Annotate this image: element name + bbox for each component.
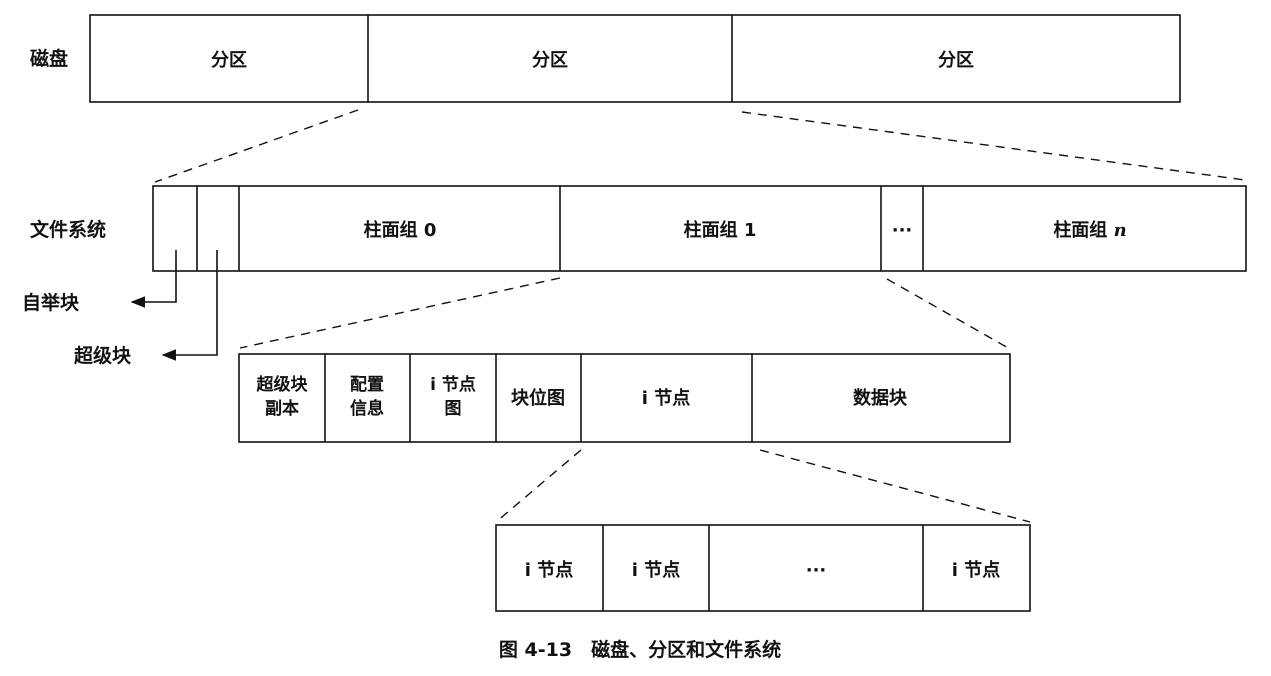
inode-cell-last: i 节点 — [952, 559, 1000, 581]
disk-bar: 分区 分区 分区 — [89, 14, 1181, 103]
inode-map-line2: 图 — [445, 399, 462, 419]
cylinder-group-0: 柱面组 0 — [364, 219, 437, 241]
super-block-copy-line2: 副本 — [265, 398, 299, 419]
disk-label: 磁盘 — [30, 47, 68, 70]
figure-caption: 图 4-13 磁盘、分区和文件系统 — [499, 638, 781, 661]
cylinder-group-n: 柱面组 n — [1053, 219, 1126, 241]
filesystem-bar: 柱面组 0 柱面组 1 ··· 柱面组 n — [152, 185, 1247, 272]
super-block-copy-line1: 超级块 — [257, 374, 309, 395]
inode-list-bar: i 节点 i 节点 ··· i 节点 — [495, 524, 1031, 612]
super-block-arrow — [161, 250, 218, 361]
inode-cell-1: i 节点 — [525, 559, 573, 581]
config-info-line1: 配置 — [350, 375, 384, 395]
boot-block-label: 自举块 — [22, 291, 80, 314]
inode-list-ellipsis: ··· — [806, 560, 827, 581]
expand-line-cg-right — [886, 278, 1011, 350]
partition-3: 分区 — [938, 50, 974, 71]
expand-line-right — [741, 111, 1246, 181]
expand-line-left — [154, 109, 359, 183]
partition-2: 分区 — [532, 50, 568, 71]
inode-map-line1: i 节点 — [430, 374, 476, 395]
config-info-line2: 信息 — [350, 398, 384, 419]
filesystem-ellipsis: ··· — [892, 220, 913, 241]
block-bitmap: 块位图 — [511, 387, 565, 409]
inode-cell-2: i 节点 — [632, 559, 680, 581]
super-block-label: 超级块 — [73, 344, 132, 367]
filesystem-label: 文件系统 — [30, 218, 106, 241]
boot-block-arrow — [130, 250, 177, 308]
expand-line-inode-right — [759, 449, 1031, 523]
inodes-region: i 节点 — [642, 387, 690, 409]
cylinder-group-bar: 超级块 副本 配置 信息 i 节点 图 块位图 i 节点 数据块 — [238, 353, 1011, 443]
data-blocks-region: 数据块 — [853, 387, 908, 409]
expand-line-cg-left — [239, 277, 561, 349]
expand-line-inode-left — [495, 449, 582, 523]
cylinder-group-1: 柱面组 1 — [684, 219, 757, 241]
partition-1: 分区 — [211, 50, 247, 71]
